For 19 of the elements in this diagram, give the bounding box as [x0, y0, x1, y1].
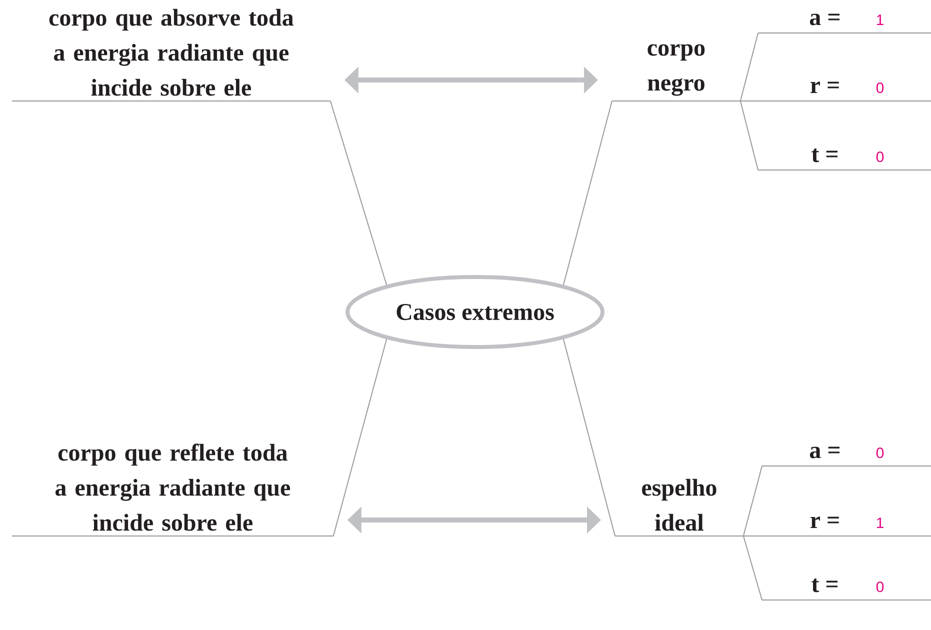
connector-line [740, 100, 758, 170]
connector-line [740, 32, 758, 102]
underlined-text: espelho ideal [614, 478, 744, 536]
value-row: r = 0 [770, 82, 931, 102]
value-row: t = 0 [758, 148, 931, 170]
connector-line [562, 100, 612, 286]
connector-line [742, 536, 762, 600]
underlined-text: corpo que reflete toda a energia radiante que incide sobre ele [12, 444, 334, 536]
connector-line [562, 338, 616, 536]
connector-line [740, 100, 770, 102]
value-row: a = 0 [762, 446, 931, 466]
connector-line [332, 338, 388, 536]
value-row: t = 0 [762, 578, 931, 600]
underlined-text: corpo que absorve toda a energia radiante que incide sobre ele [12, 8, 331, 102]
connector-line [330, 100, 388, 286]
underlined-text: corpo negro [612, 44, 741, 102]
value-row: r = 1 [772, 516, 931, 536]
connector-line [742, 466, 762, 536]
value-row: a = 1 [758, 14, 931, 34]
